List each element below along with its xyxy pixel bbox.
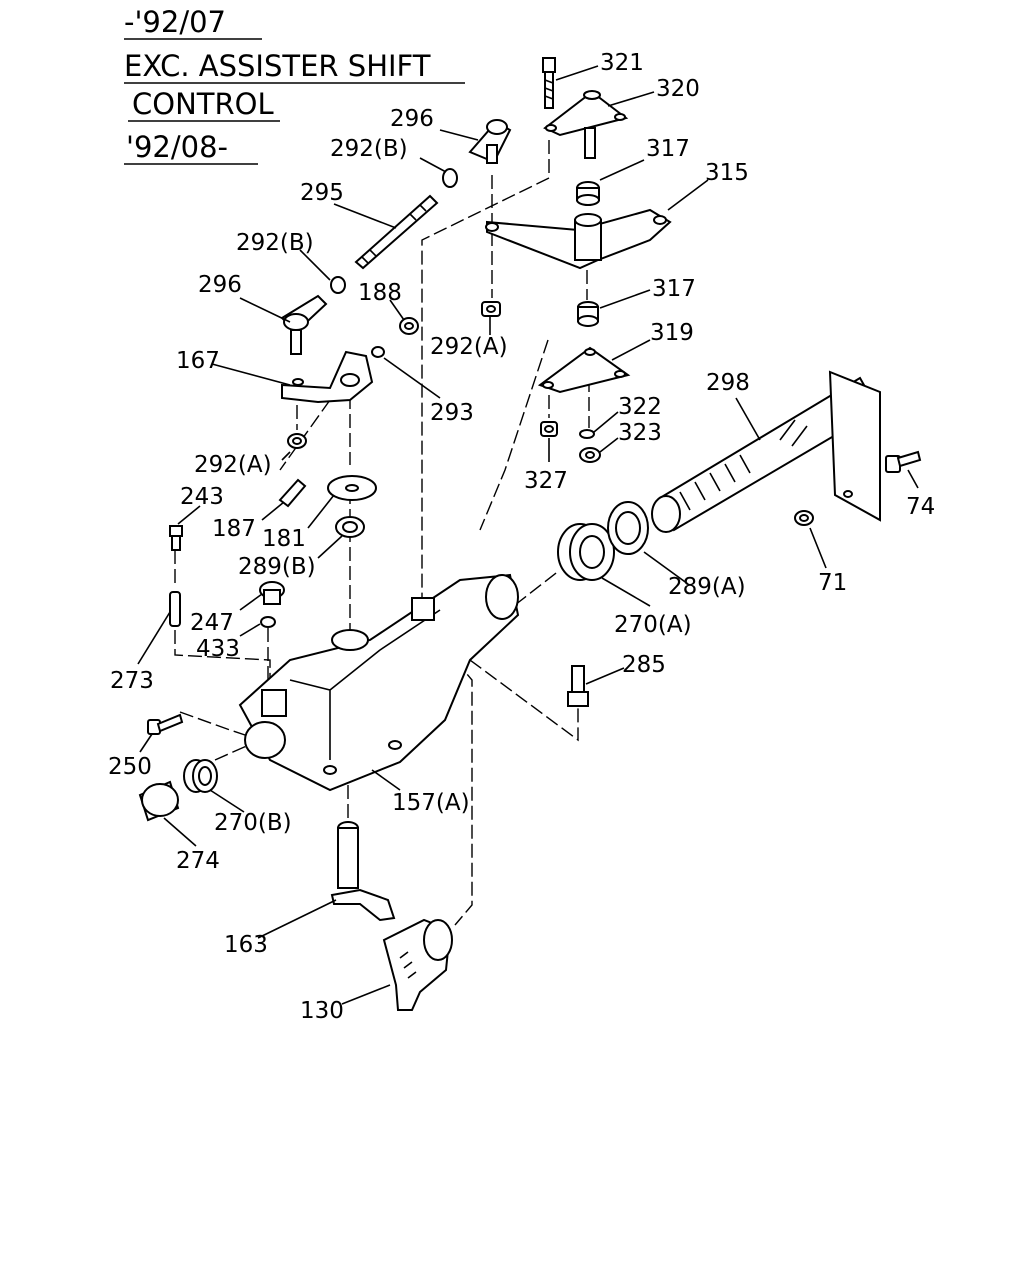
callout-293: 293 [430,400,474,426]
part-321-bolt [542,57,556,109]
part-163-shaft [330,821,396,922]
callout-274: 274 [176,848,220,874]
part-270a-bearing [557,523,615,581]
part-289b-seal [335,516,365,538]
callout-157a: 157(A) [392,790,470,816]
assembly-line-a [421,140,550,600]
part-322-washer [579,429,595,439]
part-71-nut [794,510,814,526]
header-block: -'92/07 EXC. ASSISTER SHIFT CONTROL '92/… [124,5,465,165]
callout-292b-lower: 292(B) [236,230,314,256]
callout-322: 322 [618,394,662,420]
callout-319: 319 [650,320,694,346]
callout-270b: 270(B) [214,810,292,836]
part-293-clip [371,346,385,358]
callout-181: 181 [262,526,306,552]
callout-292a-lower: 292(A) [194,452,272,478]
part-74-bolt [885,450,922,473]
callout-298: 298 [706,370,750,396]
part-187-pin [278,478,307,508]
callout-289a: 289(A) [668,574,746,600]
part-285-bolt [567,665,589,707]
callout-243: 243 [180,484,224,510]
part-292b-washer-upper [442,168,458,188]
callout-321: 321 [600,50,644,76]
part-292b-washer-lower [330,276,346,294]
callout-250: 250 [108,754,152,780]
part-292a-nut-upper [481,301,501,317]
callout-296-upper: 296 [390,106,434,132]
callout-188: 188 [358,280,402,306]
callout-296-lower: 296 [198,272,242,298]
callout-433: 433 [196,636,240,662]
part-292a-nut-lower [287,433,307,449]
header-line-2: EXC. ASSISTER SHIFT [124,49,431,83]
part-319-plate [537,346,631,394]
part-274-cap [138,780,180,822]
part-317-bushing-lower [577,301,599,327]
callout-292b-upper: 292(B) [330,136,408,162]
header-line-1: -'92/07 [124,5,226,39]
callout-289b: 289(B) [238,554,316,580]
callout-163: 163 [224,932,268,958]
callout-187: 187 [212,516,256,542]
callout-292a-upper: 292(A) [430,334,508,360]
part-295-rod [354,194,439,270]
part-433-oring [260,616,276,628]
part-181-plate [327,475,377,501]
part-296-rod-end-upper [468,119,512,164]
callout-285: 285 [622,652,666,678]
callout-167: 167 [176,348,220,374]
part-188-nut [399,317,419,335]
callout-247: 247 [190,610,234,636]
part-289a-seal [607,501,649,555]
part-270b-bearing [183,759,218,793]
callout-270a: 270(A) [614,612,692,638]
callout-273: 273 [110,668,154,694]
part-157a-housing [238,573,520,792]
callout-317-upper: 317 [646,136,690,162]
header-line-4: '92/08- [126,130,228,164]
part-243-bolt [169,525,183,551]
leader-lines [137,65,919,1005]
part-315-lever [485,208,672,270]
callout-323: 323 [618,420,662,446]
part-323-nut [579,447,601,463]
part-130-lever [382,918,453,1011]
callout-317-lower: 317 [652,276,696,302]
part-320-plate [543,90,629,159]
part-296-rod-end-lower [280,294,328,355]
part-247-plug [259,581,285,605]
part-327-nut [540,421,558,437]
callout-labels: 321 320 296 292(B) 317 315 295 292(B) 29… [108,50,935,1024]
callout-130: 130 [300,998,344,1024]
callout-327: 327 [524,468,568,494]
part-298-shaft [651,370,881,533]
callout-74: 74 [906,494,935,520]
header-line-3: CONTROL [132,87,274,121]
part-250-bolt [147,713,184,735]
part-273-pin [169,591,181,627]
part-317-bushing-upper [576,181,600,206]
callout-320: 320 [656,76,700,102]
callout-315: 315 [705,160,749,186]
callout-295: 295 [300,180,344,206]
part-167-bracket [281,350,374,404]
callout-71: 71 [818,570,847,596]
